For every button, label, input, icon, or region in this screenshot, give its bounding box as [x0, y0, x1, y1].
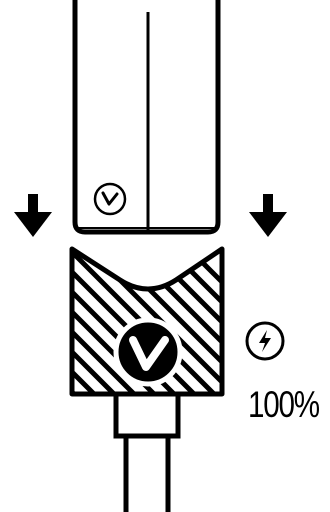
- lightning-bolt-icon: [245, 321, 285, 361]
- charging-cable: [113, 391, 181, 512]
- arrow-down-icon: [14, 194, 52, 237]
- charge-percent-label: 100%: [248, 384, 320, 425]
- arrow-down-icon: [249, 194, 287, 237]
- charging-dock: [69, 246, 225, 397]
- brand-v-logo-icon: [113, 317, 183, 387]
- vape-pen: [72, 0, 221, 235]
- brand-v-logo-icon: [93, 182, 127, 216]
